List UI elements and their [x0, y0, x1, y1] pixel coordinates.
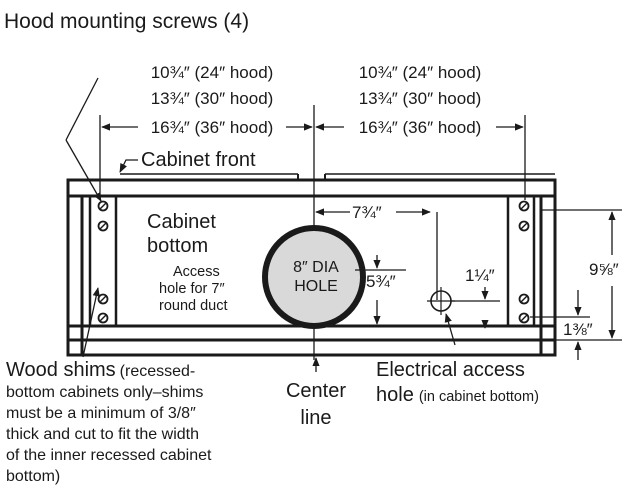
dim-right-30: 13¾″ (30″ hood): [359, 89, 482, 108]
screw-icon: [518, 220, 530, 232]
screw-icon: [97, 200, 109, 212]
dim-left-36: 16¾″ (36″ hood): [151, 118, 274, 137]
access-note-3: round duct: [159, 298, 228, 314]
duct-hole: [262, 225, 366, 329]
cabinet-front-leader: [119, 159, 138, 173]
center-line-label-1: Center: [286, 380, 346, 402]
wood-shims-line1: Wood shims(recessed-: [6, 359, 195, 381]
hole-label-line1: 8″ DIA: [293, 259, 339, 276]
wood-shims-leader: [82, 287, 100, 358]
dim-right-24: 10¾″ (24″ hood): [359, 63, 482, 82]
dim-5-3-4: 5¾″: [366, 272, 396, 291]
mounting-screws: [97, 200, 530, 324]
cabinet-front-label: Cabinet front: [141, 149, 256, 171]
wood-shim-right: [506, 194, 536, 328]
electrical-access-hole: [427, 287, 455, 315]
dim-left-30: 13¾″ (30″ hood): [151, 89, 274, 108]
dim-right-36: 16¾″ (36″ hood): [359, 118, 482, 137]
screw-icon: [518, 312, 530, 324]
access-note-2: hole for 7″: [159, 281, 225, 297]
dim-9-5-8: 9⅝″: [589, 260, 619, 279]
screw-leaders: [65, 77, 102, 202]
screw-icon: [518, 200, 530, 212]
screw-icon: [518, 293, 530, 305]
electrical-leader: [444, 313, 456, 346]
dim-1-1-4: 1¼″: [465, 266, 495, 285]
cabinet-bottom-label-2: bottom: [147, 235, 208, 257]
wood-shims-line4: thick and cut to fit the width: [6, 426, 199, 443]
access-note-1: Access: [173, 264, 220, 280]
dim-left-24: 10¾″ (24″ hood): [151, 63, 274, 82]
cabinet-bottom-label-1: Cabinet: [147, 211, 216, 233]
screw-icon: [97, 312, 109, 324]
wood-shims-line5: of the inner recessed cabinet: [6, 447, 212, 464]
wood-shims-line2: bottom cabinets only–shims: [6, 384, 203, 401]
screw-icon: [97, 293, 109, 305]
electrical-label-1: Electrical access: [376, 359, 525, 381]
dim-7-3-4: 7¾″: [352, 203, 382, 222]
dim-1-3-8: 1⅜″: [563, 320, 593, 339]
hole-label-line2: HOLE: [294, 278, 338, 295]
screw-icon: [97, 220, 109, 232]
diagram-title: Hood mounting screws (4): [4, 10, 249, 33]
center-line-label-2: line: [300, 407, 331, 429]
wood-shim-left: [88, 194, 118, 328]
electrical-label-2: hole(in cabinet bottom): [376, 384, 539, 406]
wood-shims-line6: bottom): [6, 468, 60, 485]
cabinet-outline: [66, 173, 557, 357]
wood-shims-line3: must be a minimum of 3/8″: [6, 405, 196, 422]
